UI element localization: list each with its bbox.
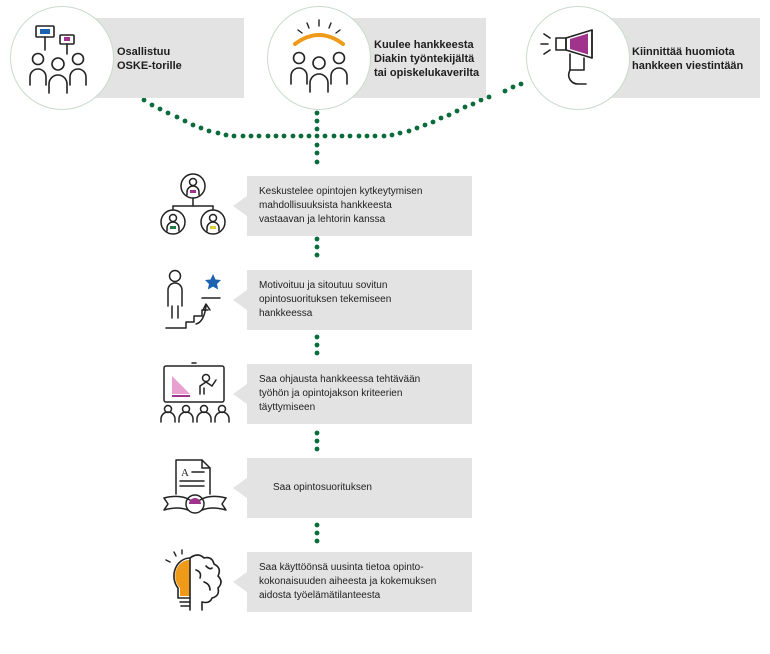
top-step-2-line-2: Diakin työntekijältä (374, 53, 475, 65)
top-step-1-line-2: OSKE-torille (117, 60, 182, 72)
people-with-signs-icon (29, 25, 87, 94)
step-5-line-2: kokonaisuuden aiheesta ja kokemuksen (259, 576, 437, 587)
megaphone-icon (540, 29, 593, 85)
step-5-line-1: Saa käyttöönsä uusinta tietoa opinto- (259, 562, 424, 573)
step-card-5-pointer (233, 572, 247, 592)
top-step-3-line-2: hankkeen viestintään (632, 60, 744, 72)
dots-right-branch (322, 81, 524, 139)
top-step-3-icon-circle (526, 6, 630, 110)
step-card-5: Saa käyttöönsä uusinta tietoa opinto- ko… (247, 552, 472, 612)
step-5-line-3: aidosta työelämätilanteesta (259, 590, 381, 601)
step-3-line-2: työhön ja opintojakson kriteerien (259, 388, 403, 399)
step-card-2: Motivoituu ja sitoutuu sovitun opintosuo… (247, 270, 472, 330)
top-step-2-line-1: Kuulee hankkeesta (374, 39, 474, 51)
certificate-letter: A (181, 467, 189, 479)
group-listening-icon (290, 19, 348, 93)
step-3-line-1: Saa ohjausta hankkeessa tehtävään (259, 374, 421, 385)
step-card-3: Saa ohjausta hankkeessa tehtävään työhön… (247, 364, 472, 424)
top-step-3-line-1: Kiinnittää huomiota (632, 46, 735, 58)
step-2-line-2: opintosuorituksen tekemiseen (259, 294, 392, 305)
top-step-2-line-3: tai opiskelukaverilta (374, 67, 480, 79)
step-1-line-2: mahdollisuuksista hankkeesta (259, 200, 392, 211)
step-2-line-1: Motivoituu ja sitoutuu sovitun (259, 280, 388, 291)
step-card-1: Keskustelee opintojen kytkeytymisen mahd… (247, 176, 472, 236)
step-3-line-3: täyttymiseen (259, 402, 316, 413)
step-card-2-pointer (233, 290, 247, 310)
step-card-4-pointer (233, 478, 247, 498)
stairs-star-icon (165, 269, 221, 329)
step-card-1-pointer (233, 196, 247, 216)
top-step-1-line-1: Osallistuu (117, 46, 171, 58)
step-card-4: Saa opintosuorituksen (247, 458, 472, 518)
step-1-line-3: vastaavan ja lehtorin kanssa (259, 214, 386, 225)
org-chart-people-icon (160, 173, 226, 235)
step-2-line-3: hankkeessa (259, 308, 313, 319)
brain-lightbulb-icon (165, 549, 222, 611)
step-card-3-pointer (233, 384, 247, 404)
dots-left-branch (141, 97, 312, 139)
presentation-audience-icon (160, 362, 230, 423)
dots-vertical (314, 101, 320, 544)
step-1-line-1: Keskustelee opintojen kytkeytymisen (259, 186, 423, 197)
step-4-line-1: Saa opintosuorituksen (273, 482, 372, 493)
certificate-icon: A (163, 459, 227, 514)
top-step-1-icon-circle (10, 6, 114, 110)
